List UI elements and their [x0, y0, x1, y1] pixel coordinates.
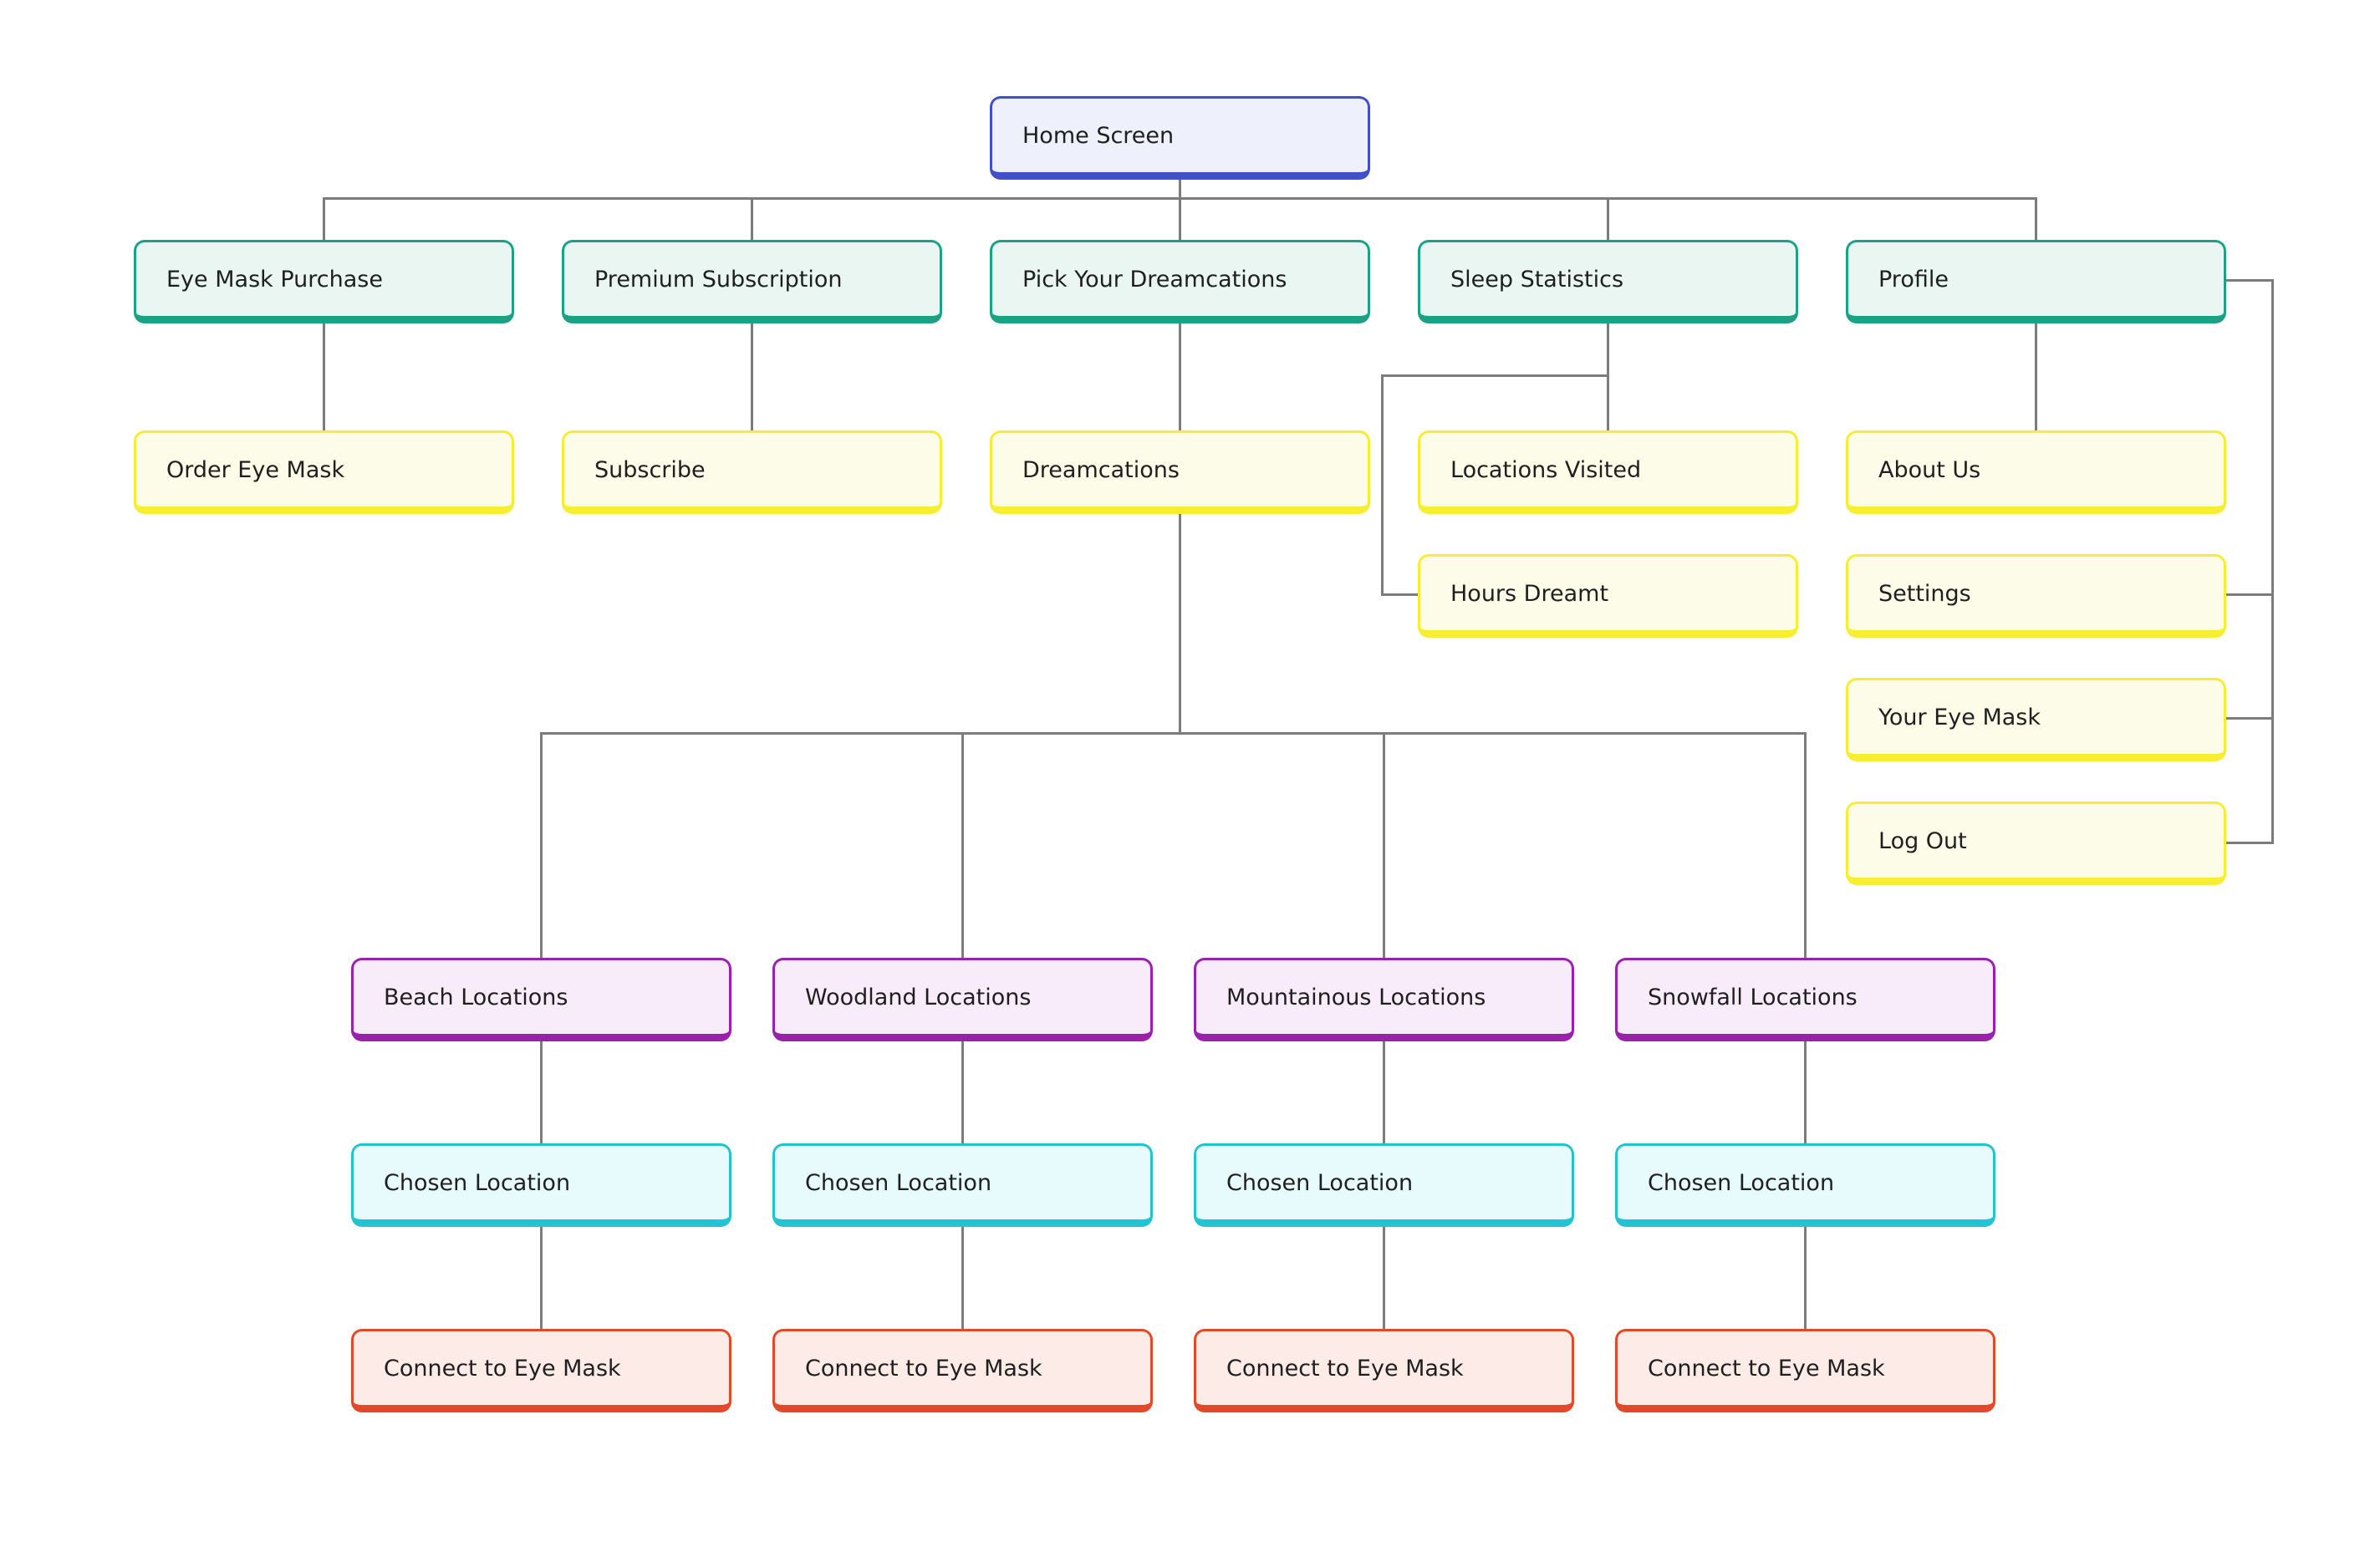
edge-snowfall-to-chosen	[1804, 1041, 1807, 1143]
node-beach-locations: Beach Locations	[351, 958, 731, 1041]
node-label: Subscribe	[594, 456, 706, 483]
node-profile: Profile	[1846, 240, 2226, 323]
node-label: Settings	[1878, 580, 1971, 607]
edge-sleep-statistics-to-locations-visited	[1607, 323, 1609, 430]
node-label: Dreamcations	[1022, 456, 1180, 483]
edge-profile-settings-stub	[2226, 593, 2274, 596]
node-settings: Settings	[1846, 554, 2226, 638]
node-label: Beach Locations	[384, 984, 568, 1010]
node-label: Pick Your Dreamcations	[1022, 266, 1287, 293]
edge-profile-your-eye-mask-stub	[2226, 717, 2274, 720]
edge-level2-bus	[323, 197, 2037, 200]
node-label: Your Eye Mask	[1878, 704, 2041, 730]
node-label: Chosen Location	[805, 1169, 992, 1196]
edge-premium-subscription-to-subscribe	[751, 323, 753, 430]
edge-mountainous-chosen-to-connect	[1383, 1227, 1385, 1329]
node-premium-subscription: Premium Subscription	[562, 240, 942, 323]
node-your-eye-mask: Your Eye Mask	[1846, 678, 2226, 761]
edge-locations-bus	[540, 732, 1807, 735]
node-label: Connect to Eye Mask	[1648, 1355, 1885, 1382]
edge-sleep-to-hours-dreamt-v	[1381, 374, 1384, 596]
node-label: Order Eye Mask	[166, 456, 345, 483]
node-label: Eye Mask Purchase	[166, 266, 383, 293]
edge-snowfall-chosen-to-connect	[1804, 1227, 1807, 1329]
edge-woodland-to-chosen	[961, 1041, 964, 1143]
node-snowfall-locations: Snowfall Locations	[1615, 958, 1995, 1041]
node-snowfall-chosen-location: Chosen Location	[1615, 1143, 1995, 1227]
edge-woodland-chosen-to-connect	[961, 1227, 964, 1329]
node-label: Chosen Location	[1648, 1169, 1835, 1196]
node-label: Connect to Eye Mask	[805, 1355, 1042, 1382]
node-pick-your-dreamcations: Pick Your Dreamcations	[990, 240, 1370, 323]
edge-drop-sleep-statistics	[1607, 197, 1609, 240]
edge-dreamcations-trunk	[1179, 514, 1181, 734]
node-label: Connect to Eye Mask	[384, 1355, 621, 1382]
edge-drop-beach-locations	[540, 732, 543, 958]
edge-home-trunk	[1179, 180, 1181, 240]
edge-drop-premium-subscription	[751, 197, 753, 240]
edge-profile-log-out-stub	[2226, 842, 2274, 844]
edge-profile-right-bus	[2271, 279, 2274, 844]
edge-drop-eye-mask-purchase	[323, 197, 325, 240]
node-label: Chosen Location	[1226, 1169, 1414, 1196]
node-sleep-statistics: Sleep Statistics	[1418, 240, 1798, 323]
node-woodland-locations: Woodland Locations	[772, 958, 1153, 1041]
edge-pick-dreamcations-to-dreamcations	[1179, 323, 1181, 430]
edge-drop-mountainous-locations	[1383, 732, 1385, 958]
node-order-eye-mask: Order Eye Mask	[134, 430, 514, 514]
node-hours-dreamt: Hours Dreamt	[1418, 554, 1798, 638]
node-log-out: Log Out	[1846, 802, 2226, 885]
edge-eye-mask-purchase-to-order	[323, 323, 325, 430]
node-about-us: About Us	[1846, 430, 2226, 514]
node-mountainous-connect-eye-mask: Connect to Eye Mask	[1194, 1329, 1574, 1412]
edge-drop-woodland-locations	[961, 732, 964, 958]
node-label: Snowfall Locations	[1648, 984, 1858, 1010]
node-label: Profile	[1878, 266, 1949, 293]
edge-profile-right-h	[2226, 279, 2274, 282]
edge-beach-chosen-to-connect	[540, 1227, 543, 1329]
node-home-screen: Home Screen	[990, 96, 1370, 180]
node-label: Home Screen	[1022, 122, 1175, 149]
node-label: Connect to Eye Mask	[1226, 1355, 1464, 1382]
node-mountainous-locations: Mountainous Locations	[1194, 958, 1574, 1041]
edge-mountainous-to-chosen	[1383, 1041, 1385, 1143]
node-label: Sleep Statistics	[1450, 266, 1624, 293]
node-label: Woodland Locations	[805, 984, 1032, 1010]
node-woodland-connect-eye-mask: Connect to Eye Mask	[772, 1329, 1153, 1412]
node-subscribe: Subscribe	[562, 430, 942, 514]
edge-profile-to-about-us	[2035, 323, 2037, 430]
edge-sleep-to-hours-dreamt-h2	[1381, 593, 1418, 596]
node-label: Locations Visited	[1450, 456, 1642, 483]
node-label: Premium Subscription	[594, 266, 843, 293]
node-label: About Us	[1878, 456, 1981, 483]
edge-drop-profile	[2035, 197, 2037, 240]
node-label: Chosen Location	[384, 1169, 571, 1196]
node-eye-mask-purchase: Eye Mask Purchase	[134, 240, 514, 323]
node-dreamcations: Dreamcations	[990, 430, 1370, 514]
edge-beach-to-chosen	[540, 1041, 543, 1143]
node-mountainous-chosen-location: Chosen Location	[1194, 1143, 1574, 1227]
node-snowfall-connect-eye-mask: Connect to Eye Mask	[1615, 1329, 1995, 1412]
node-locations-visited: Locations Visited	[1418, 430, 1798, 514]
edge-drop-snowfall-locations	[1804, 732, 1807, 958]
edge-sleep-to-hours-dreamt-h1	[1381, 374, 1608, 377]
node-beach-connect-eye-mask: Connect to Eye Mask	[351, 1329, 731, 1412]
node-label: Hours Dreamt	[1450, 580, 1609, 607]
node-label: Log Out	[1878, 827, 1967, 854]
node-beach-chosen-location: Chosen Location	[351, 1143, 731, 1227]
node-label: Mountainous Locations	[1226, 984, 1486, 1010]
node-woodland-chosen-location: Chosen Location	[772, 1143, 1153, 1227]
